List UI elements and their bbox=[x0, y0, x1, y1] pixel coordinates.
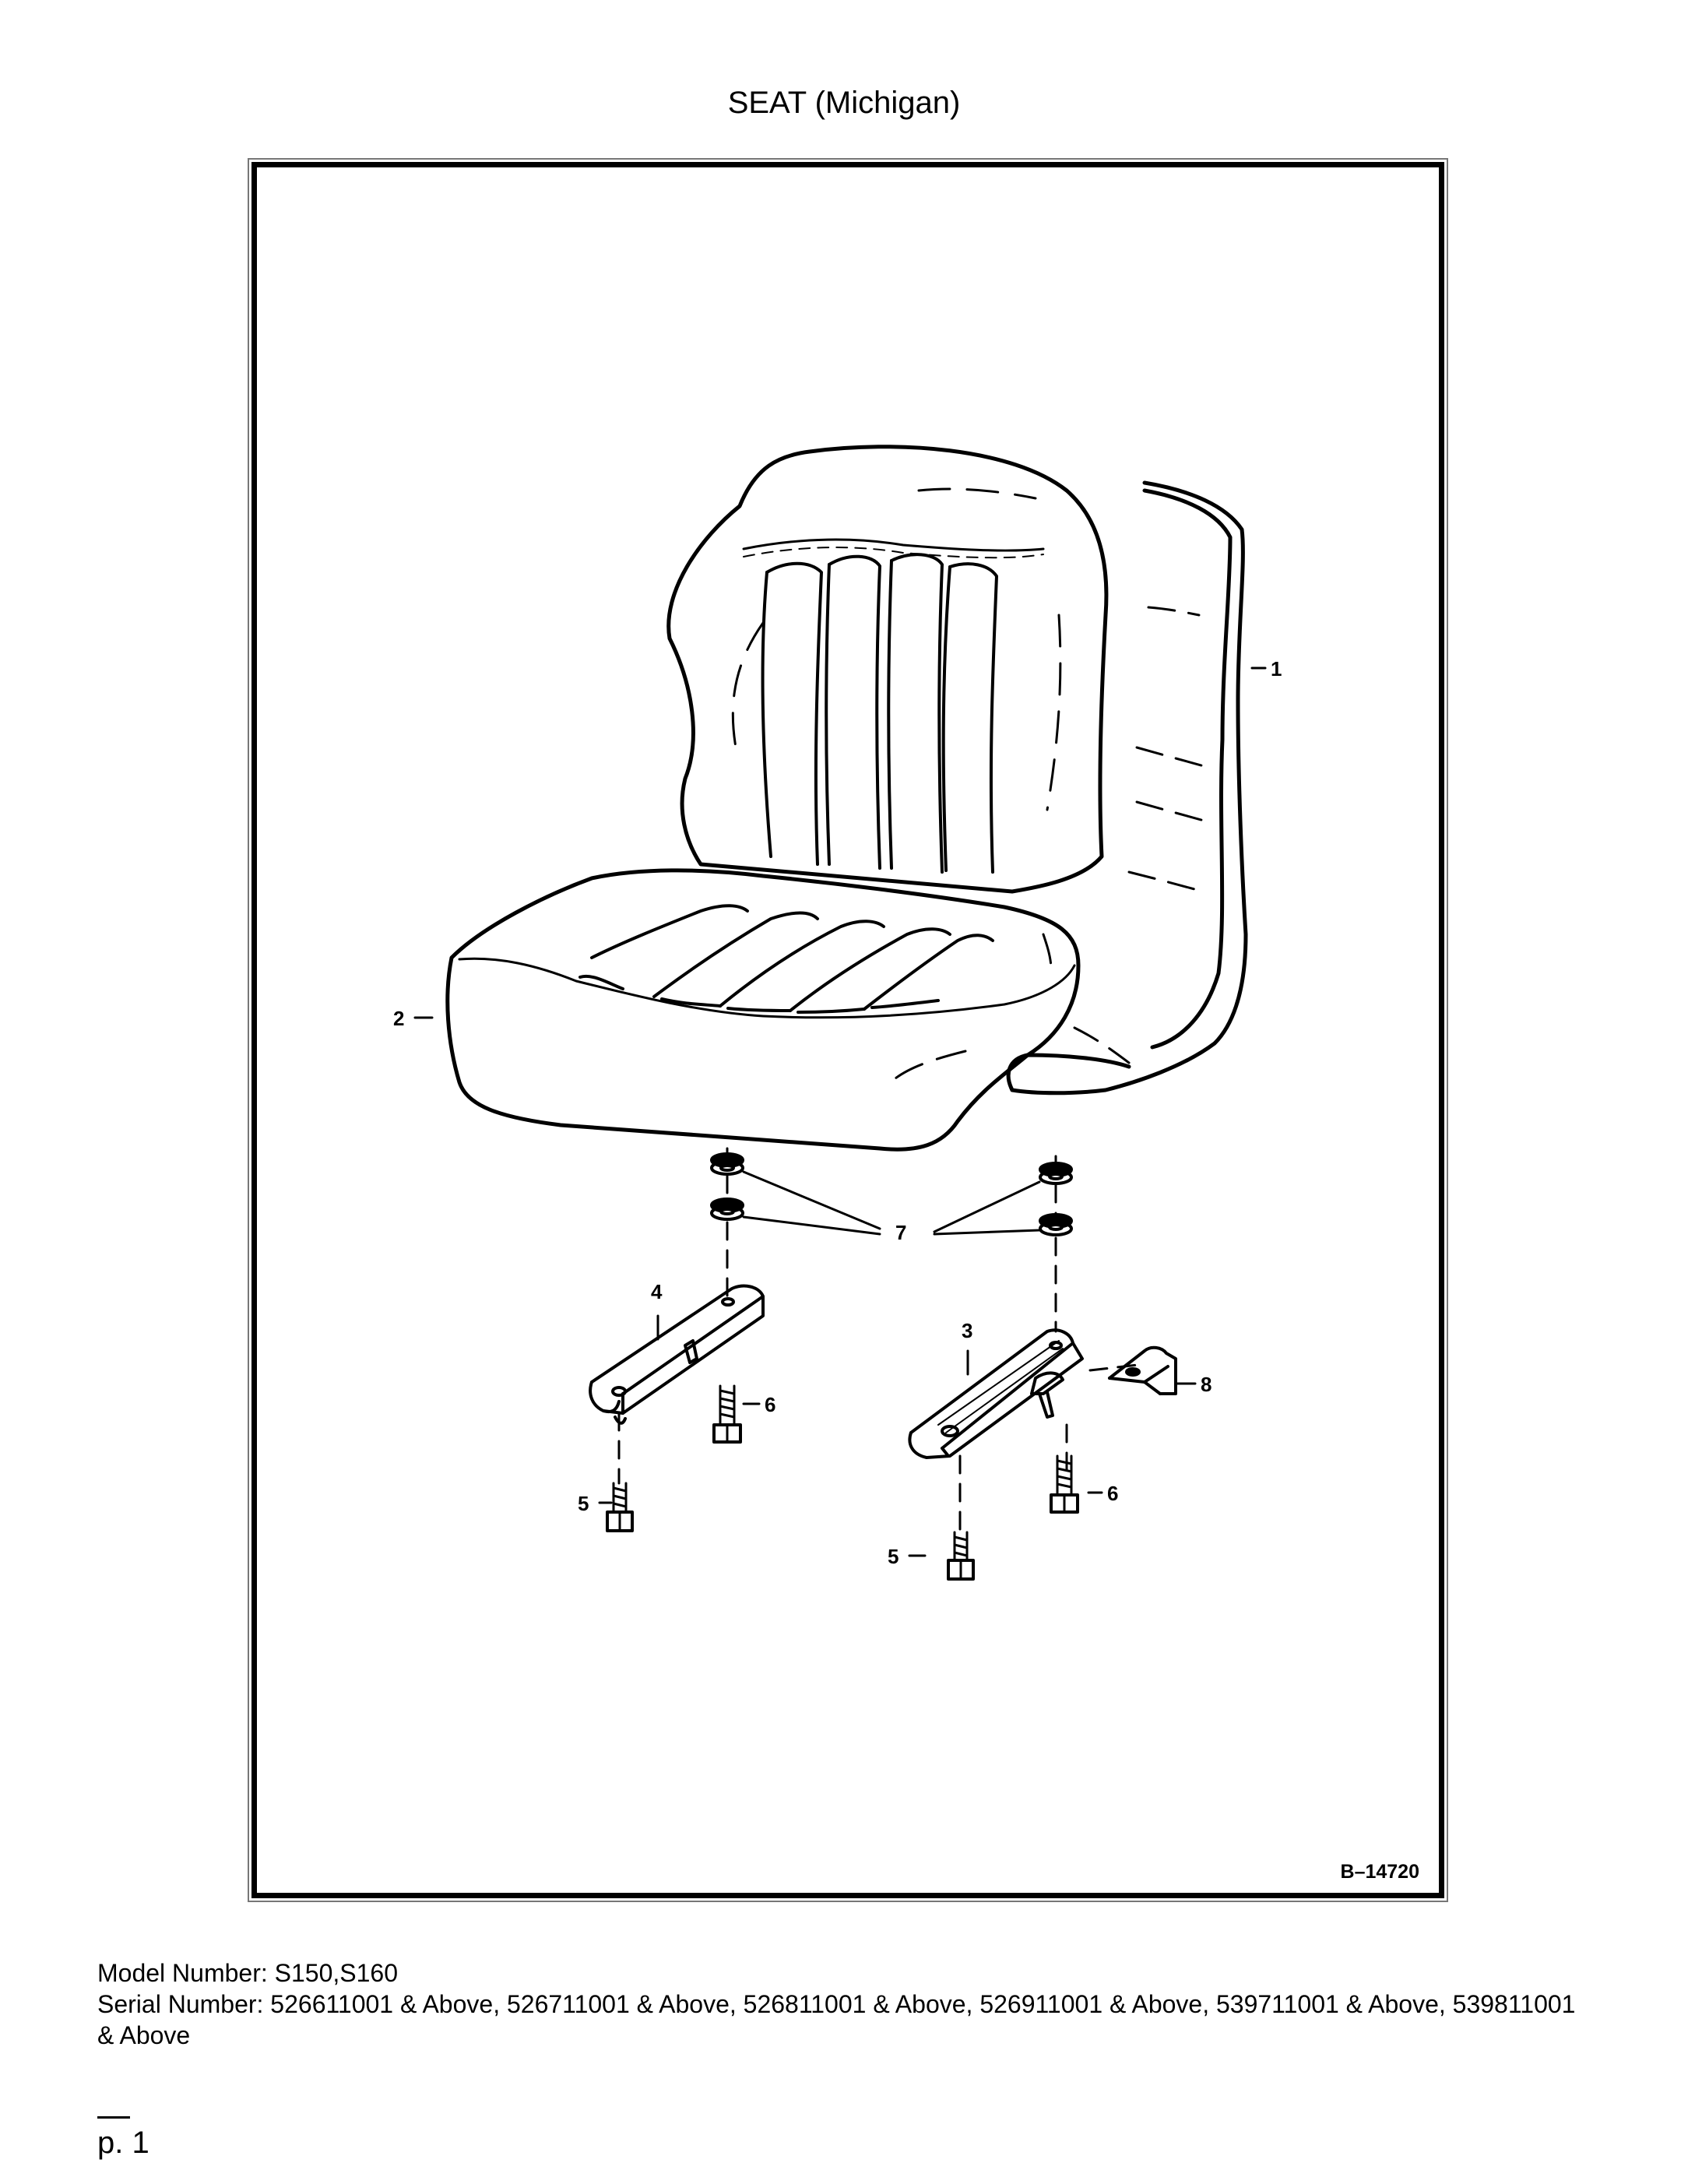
seat-back-channels bbox=[761, 553, 998, 874]
seat-back-trim bbox=[731, 487, 1062, 811]
leader-lines bbox=[413, 666, 1267, 1557]
footer-rule bbox=[97, 2116, 130, 2119]
seat-slide-left bbox=[589, 1284, 765, 1425]
drawing-frame bbox=[251, 162, 1444, 1898]
bolt-right-6 bbox=[1050, 1454, 1079, 1514]
seat-cushion-trim bbox=[894, 933, 1053, 1080]
model-number: Model Number: S150,S160 bbox=[97, 1959, 398, 1987]
bracket bbox=[1108, 1345, 1177, 1395]
callout-6-left: 6 bbox=[765, 1393, 775, 1416]
callout-8: 8 bbox=[1201, 1373, 1211, 1396]
seat-exploded-diagram: 1 2 3 4 5 5 6 6 7 8 bbox=[393, 445, 1282, 1581]
seat-slide-right bbox=[908, 1328, 1084, 1459]
grommet-left-bottom bbox=[710, 1198, 744, 1221]
drawing-frame-outer bbox=[248, 158, 1448, 1902]
seat-shell bbox=[1006, 480, 1248, 1096]
bolt-right-5 bbox=[947, 1531, 975, 1581]
callout-6-right: 6 bbox=[1107, 1482, 1118, 1505]
callout-2: 2 bbox=[393, 1007, 404, 1030]
grommet-left-top bbox=[710, 1152, 744, 1176]
page-title: SEAT (Michigan) bbox=[727, 86, 961, 120]
grommet-right-top bbox=[1039, 1162, 1073, 1185]
drawing-reference-number: B–14720 bbox=[1340, 1861, 1419, 1883]
callout-1: 1 bbox=[1271, 657, 1282, 681]
assembly-centerlines bbox=[617, 1147, 1146, 1532]
callout-3: 3 bbox=[962, 1319, 972, 1342]
callout-7: 7 bbox=[895, 1221, 906, 1244]
bolt-left-5 bbox=[606, 1482, 634, 1532]
serial-number: Serial Number: 526611001 & Above, 526711… bbox=[97, 1990, 1576, 2049]
callout-5-right: 5 bbox=[888, 1545, 899, 1568]
page-number: p. 1 bbox=[97, 2126, 149, 2160]
bolt-left-6 bbox=[712, 1384, 742, 1444]
seat-back bbox=[666, 445, 1109, 894]
seat-cushion bbox=[445, 868, 1081, 1152]
model-serial-info: Model Number: S150,S160 Serial Number: 5… bbox=[97, 1957, 1592, 2051]
grommet-right-bottom bbox=[1039, 1213, 1073, 1236]
seat-cushion-channels bbox=[578, 904, 994, 1014]
callout-4: 4 bbox=[651, 1280, 663, 1303]
callout-5-left: 5 bbox=[578, 1492, 589, 1515]
seat-shell-trim bbox=[1073, 606, 1208, 1064]
